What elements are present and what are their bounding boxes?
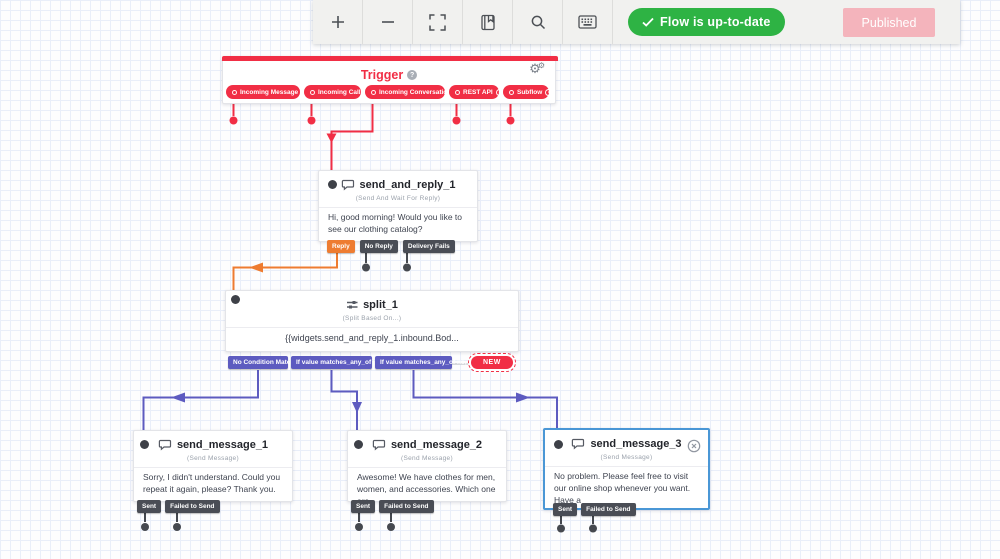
transition-sent[interactable]: Sent — [553, 503, 578, 516]
trigger-title-row: Trigger — [223, 68, 555, 82]
input-connector-dot[interactable] — [354, 440, 363, 449]
transition-matches-no[interactable]: If value matches_any_of no, No — [375, 356, 477, 369]
trigger-event-label: Incoming Conversation — [379, 88, 452, 96]
send-and-reply-1-transitions: Reply No Reply Delivery Fails — [327, 240, 455, 253]
input-connector-dot[interactable] — [231, 295, 240, 304]
trigger-event-rest-api[interactable]: REST API — [449, 85, 503, 99]
help-icon — [545, 88, 553, 96]
transition-reply[interactable]: Reply — [327, 240, 355, 253]
widget-type-label: (Send Message) — [187, 455, 239, 462]
widget-title-row: send_message_1 — [134, 439, 292, 451]
widget-title: send_message_3 — [590, 438, 682, 450]
close-icon — [687, 439, 701, 453]
new-transition-label: NEW — [471, 356, 513, 369]
split-1-transitions: No Condition Matches If value matches_an… — [228, 356, 477, 369]
keyboard-shortcuts-button[interactable] — [563, 0, 613, 44]
widget-title-row: send_message_2 — [348, 439, 506, 451]
trigger-event-incoming-message[interactable]: Incoming Message — [226, 85, 309, 99]
search-icon — [531, 15, 545, 30]
widget-body-text: Hi, good morning! Would you like to see … — [319, 207, 477, 236]
flow-status-badge[interactable]: Flow is up-to-date — [628, 8, 785, 36]
flow-status-label: Flow is up-to-date — [660, 15, 771, 29]
zoom-out-icon — [381, 21, 394, 23]
widget-title-row: send_and_reply_1 — [319, 179, 477, 191]
deselect-widget-button[interactable] — [687, 439, 701, 453]
fit-to-screen-button[interactable] — [413, 0, 463, 44]
zoom-out-button[interactable] — [363, 0, 413, 44]
widget-title-row: split_1 — [226, 299, 518, 311]
radio-icon — [232, 89, 237, 95]
widget-title: send_and_reply_1 — [359, 179, 456, 191]
transition-failed-to-send[interactable]: Failed to Send — [165, 500, 220, 513]
widget-body-text: Sorry, I didn't understand. Could you re… — [134, 467, 292, 496]
trigger-event-subflow[interactable]: Subflow — [503, 85, 553, 99]
transition-no-reply[interactable]: No Reply — [359, 240, 398, 253]
chat-bubble-icon — [572, 438, 585, 450]
radio-icon — [455, 89, 460, 95]
radio-icon — [371, 89, 376, 95]
widget-title: send_message_2 — [390, 439, 483, 451]
help-icon[interactable] — [407, 70, 418, 80]
trigger-events-row: Incoming Message Incoming Call Incoming … — [226, 85, 553, 99]
trigger-event-label: Subflow — [517, 88, 543, 96]
widget-type-label: (Send And Wait For Reply) — [355, 195, 441, 202]
input-connector-dot[interactable] — [328, 180, 337, 189]
widget-send-message-2[interactable]: send_message_2 (Send Message) Awesome! W… — [347, 430, 507, 506]
radio-icon — [310, 89, 315, 95]
search-button[interactable] — [513, 0, 563, 44]
chat-bubble-icon — [158, 439, 172, 451]
help-icon — [495, 88, 503, 96]
toolbar-status-area: Flow is up-to-date Published — [613, 0, 960, 44]
trigger-event-incoming-conversation[interactable]: Incoming Conversation — [365, 85, 462, 99]
trigger-event-incoming-call[interactable]: Incoming Call — [304, 85, 371, 99]
editor-toolbar: Flow is up-to-date Published — [313, 0, 960, 44]
check-icon — [642, 17, 654, 27]
input-connector-dot[interactable] — [140, 440, 149, 449]
send-message-1-transitions: Sent Failed to Send — [137, 500, 220, 513]
transition-no-condition-matches[interactable]: No Condition Matches — [228, 356, 302, 369]
widget-title: send_message_1 — [176, 439, 269, 451]
send-message-3-transitions: Sent Failed to Send — [553, 503, 636, 516]
radio-icon — [509, 89, 514, 95]
widget-title: split_1 — [363, 299, 398, 311]
widget-body-text: No problem. Please feel free to visit ou… — [545, 466, 708, 507]
widget-send-message-1[interactable]: send_message_1 (Send Message) Sorry, I d… — [133, 430, 293, 502]
transition-matches-yes[interactable]: If value matches_any_of yes, Yes — [291, 356, 399, 369]
transition-sent[interactable]: Sent — [351, 500, 376, 513]
widget-type-label: (Send Message) — [401, 455, 453, 462]
trigger-event-label: REST API — [463, 88, 493, 96]
new-transition-button[interactable]: NEW — [468, 353, 516, 372]
zoom-in-icon — [331, 16, 344, 28]
transition-sent[interactable]: Sent — [137, 500, 162, 513]
changelog-button[interactable] — [463, 0, 513, 44]
send-message-2-transitions: Sent Failed to Send — [351, 500, 434, 513]
transition-delivery-fails[interactable]: Delivery Fails — [402, 240, 455, 253]
widget-title-row: send_message_3 — [545, 438, 708, 450]
chat-bubble-icon — [341, 179, 354, 191]
trigger-settings-button[interactable]: ⚙⚙ — [529, 61, 548, 77]
trigger-top-bar — [222, 56, 558, 61]
zoom-in-button[interactable] — [313, 0, 363, 44]
trigger-event-label: Incoming Message — [240, 88, 299, 96]
split-icon — [347, 301, 358, 309]
publish-button[interactable]: Published — [843, 8, 935, 37]
fit-to-screen-icon — [429, 13, 446, 31]
widget-send-message-3[interactable]: send_message_3 (Send Message) No problem… — [543, 428, 710, 510]
widget-type-label: (Split Based On...) — [342, 315, 402, 322]
widget-type-label: (Send Message) — [600, 454, 653, 461]
changelog-icon — [480, 14, 495, 30]
widget-split-1[interactable]: split_1 (Split Based On...) {{widgets.se… — [225, 290, 519, 352]
keyboard-shortcuts-icon — [578, 15, 597, 29]
widget-send-and-reply-1[interactable]: send_and_reply_1 (Send And Wait For Repl… — [318, 170, 478, 242]
input-connector-dot[interactable] — [554, 440, 563, 449]
trigger-event-label: Incoming Call — [318, 88, 361, 96]
trigger-title: Trigger — [360, 68, 404, 82]
chat-bubble-icon — [372, 439, 386, 451]
gear-icon: ⚙⚙ — [529, 61, 545, 77]
widget-body-text: {{widgets.send_and_reply_1.inbound.Bod..… — [226, 327, 518, 345]
trigger-widget[interactable]: Trigger ⚙⚙ Incoming Message Incoming Cal… — [222, 56, 558, 104]
transition-failed-to-send[interactable]: Failed to Send — [379, 500, 434, 513]
transition-failed-to-send[interactable]: Failed to Send — [581, 503, 636, 516]
